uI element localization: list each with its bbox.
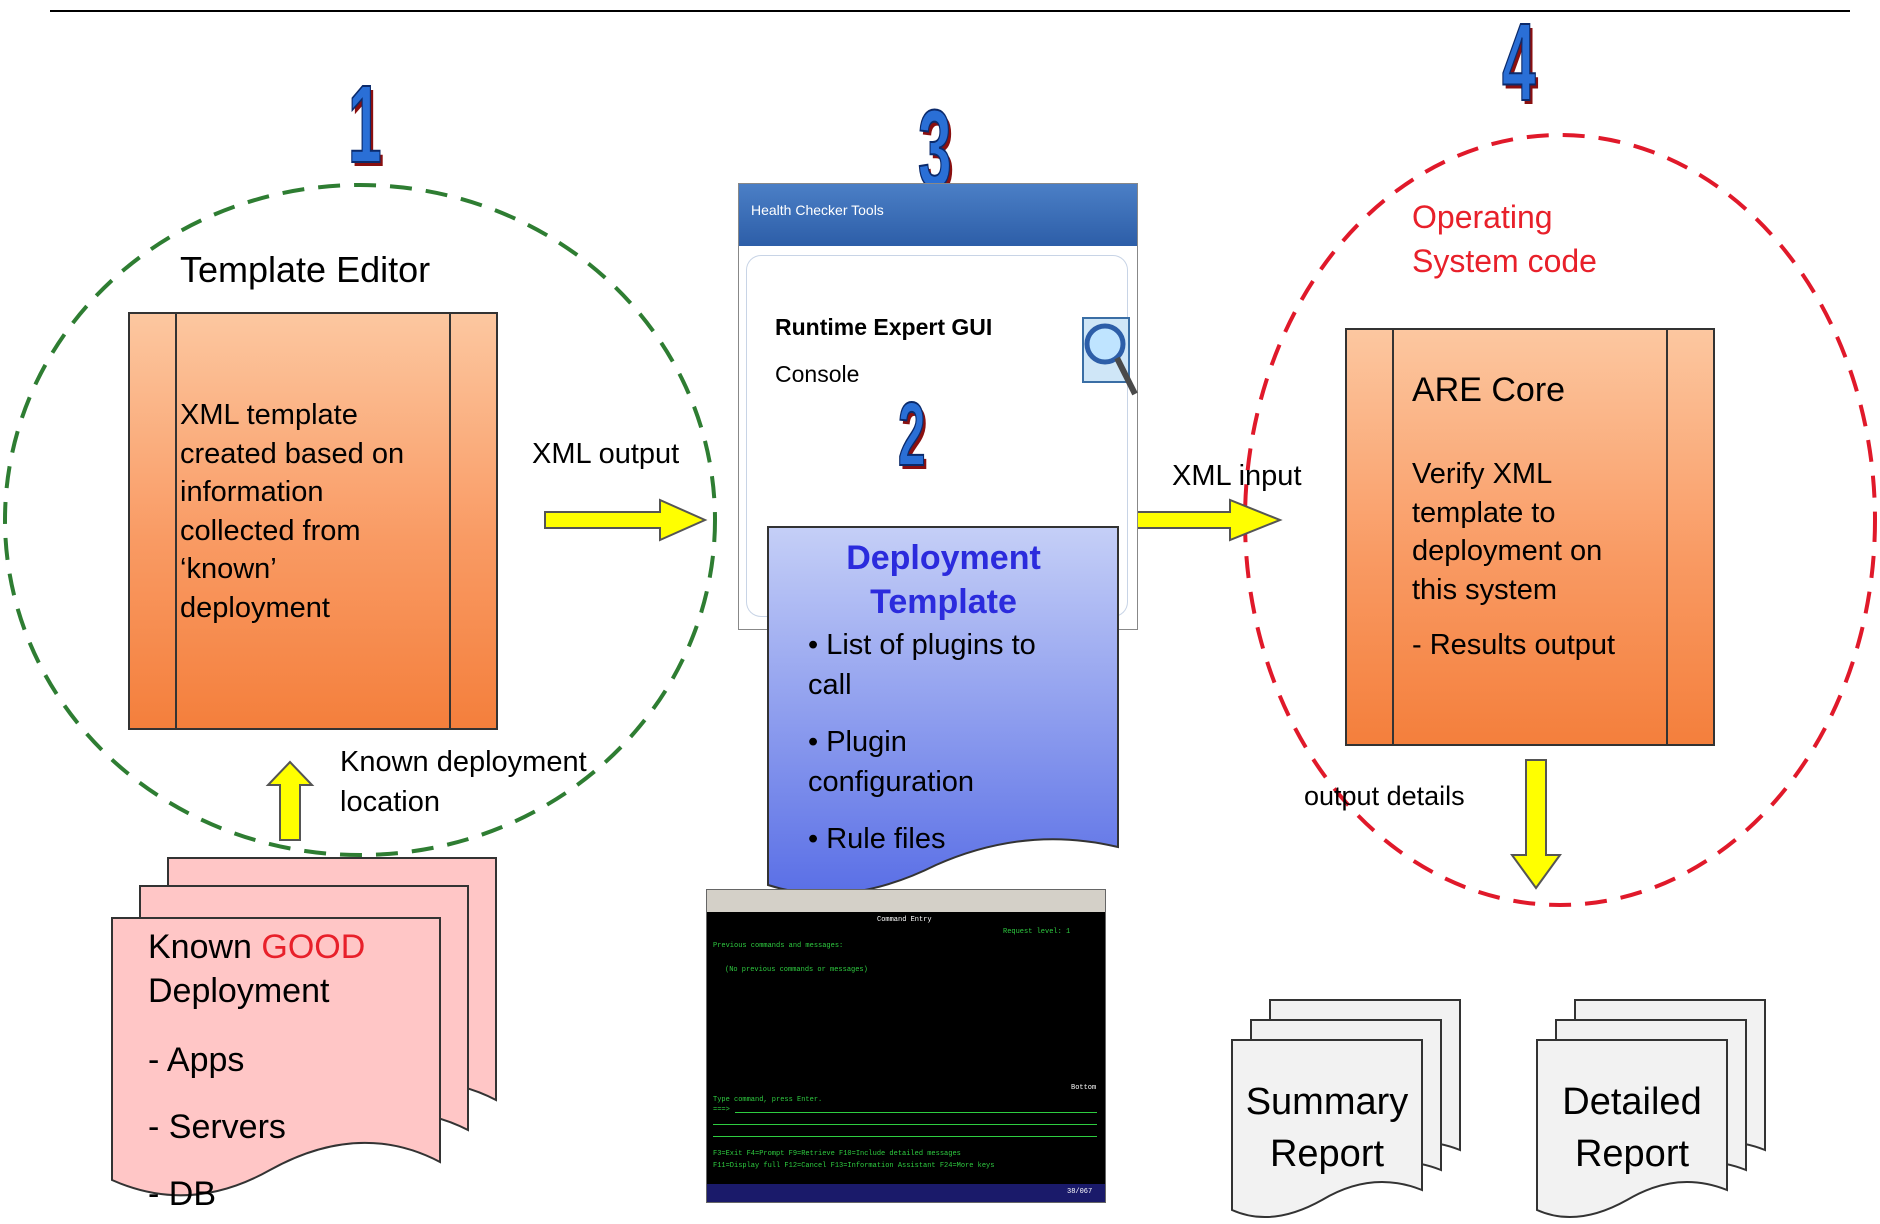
summary-report-line-2: Report [1269, 1133, 1385, 1175]
console-header: Command Entry [877, 916, 932, 924]
are-core-text: Verify XML template to deployment on thi… [1412, 455, 1602, 609]
magnifier-icon [1082, 317, 1138, 396]
gui-window-title: Health Checker Tools [751, 202, 884, 218]
are-core-title: ARE Core [1412, 371, 1566, 409]
console-screenshot: Command Entry Request level: 1 Previous … [706, 889, 1106, 1203]
console-toolbar [707, 890, 1105, 912]
deployment-template-title-2: Template [870, 583, 1017, 621]
known-location-label-1: Known deployment [340, 746, 587, 778]
xml-input-arrow [1119, 498, 1283, 542]
gui-subheading: Console [775, 361, 860, 387]
console-no-prev: (No previous commands or messages) [725, 966, 868, 974]
template-editor-box-frame [175, 314, 451, 728]
console-prev-label: Previous commands and messages: [713, 942, 844, 950]
os-code-line-2: System code [1412, 243, 1597, 279]
known-location-label-2: location [340, 786, 440, 818]
template-editor-line: created based on [180, 437, 405, 470]
deployment-bullet: • Rule files [808, 823, 946, 855]
summary-doc-front [1231, 1039, 1423, 1219]
are-core-box [1345, 328, 1715, 746]
template-editor-box [128, 312, 498, 730]
template-editor-circle [3, 183, 717, 857]
template-editor-title: Template Editor [180, 249, 431, 290]
gui-window-titlebar: Health Checker Tools [739, 184, 1137, 246]
known-good-word-good: GOOD [261, 928, 366, 966]
are-core-line: Verify XML [1412, 458, 1553, 490]
deployment-bullet-cont: call [808, 669, 852, 701]
detailed-report-line-2: Report [1574, 1133, 1690, 1175]
template-editor-text: XML template created based on informatio… [180, 396, 404, 627]
template-editor-line: deployment [180, 591, 330, 624]
template-editor-line: XML template [180, 399, 358, 431]
are-core-line: deployment on [1412, 535, 1603, 567]
known-good-deployment: Deployment [148, 972, 330, 1010]
gui-heading: Runtime Expert GUI [775, 314, 993, 340]
console-input-line[interactable] [735, 1112, 1097, 1113]
console-statusbar [707, 1184, 1105, 1202]
known-good-item-db: - DB [148, 1175, 216, 1213]
deployment-bullet-cont: configuration [808, 766, 975, 798]
step-number-2: 2 [897, 385, 926, 485]
known-deployment-arrow [265, 760, 315, 841]
xml-input-label: XML input [1172, 460, 1302, 492]
detailed-report-line-1: Detailed [1562, 1081, 1702, 1123]
known-good-item-apps: - Apps [148, 1041, 245, 1079]
console-request-level: Request level: 1 [1003, 928, 1071, 936]
step-number-1: 1 [347, 63, 382, 186]
step-number-4: 4 [1501, 1, 1536, 124]
template-editor-line: information [180, 476, 324, 508]
xml-output-arrow [544, 498, 708, 542]
output-details-label: output details [1304, 781, 1465, 811]
console-input-line[interactable] [713, 1136, 1097, 1137]
are-core-line: template to [1412, 496, 1556, 529]
output-details-arrow [1510, 759, 1562, 890]
deployment-bullet: • List of plugins to [808, 629, 1036, 661]
template-editor-line: ‘known’ [180, 553, 277, 585]
template-editor-line: collected from [180, 514, 361, 547]
are-core-box-frame [1392, 330, 1668, 744]
detailed-doc-front [1536, 1039, 1728, 1219]
console-fkeys-1: F3=Exit F4=Prompt F9=Retrieve F10=Includ… [713, 1150, 961, 1158]
summary-report-line-1: Summary [1245, 1081, 1409, 1123]
console-fkeys-2: F11=Display full F12=Cancel F13=Informat… [713, 1162, 995, 1170]
are-core-line: this system [1412, 573, 1558, 606]
known-good-text: Known GOOD Deployment [148, 925, 365, 1013]
console-type-cmd: Type command, press Enter. [713, 1096, 823, 1104]
xml-output-label: XML output [532, 438, 680, 470]
os-code-line-1: Operating [1412, 199, 1553, 235]
deployment-template-title-1: Deployment [846, 539, 1041, 577]
console-bottom: Bottom [1071, 1084, 1097, 1092]
known-good-item-servers: - Servers [148, 1108, 286, 1146]
console-prompt: ===> [713, 1106, 730, 1114]
deployment-bullet: • Plugin [808, 726, 907, 758]
header-rule [50, 10, 1850, 12]
console-page-indicator: 38/067 [1067, 1188, 1093, 1196]
known-good-heading: Known GOOD [148, 925, 365, 969]
known-good-word-known: Known [148, 928, 262, 966]
console-input-line[interactable] [713, 1124, 1097, 1125]
are-core-results: - Results output [1412, 629, 1616, 661]
known-good-doc-front [111, 917, 441, 1197]
